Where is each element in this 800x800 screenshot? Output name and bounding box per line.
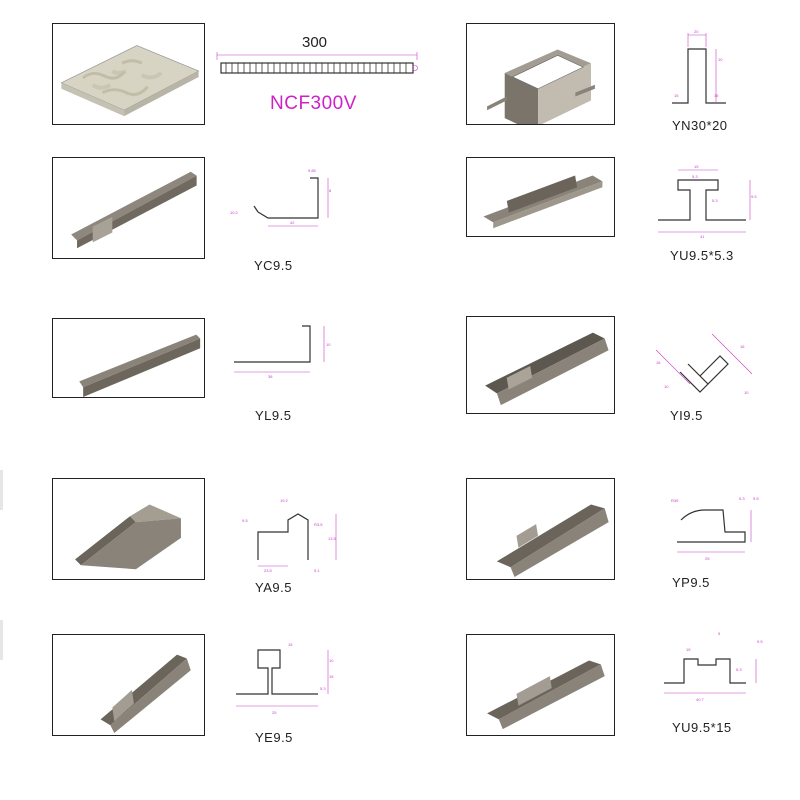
ya95-code-label: YA9.5 [255, 580, 292, 595]
yi95-photo [466, 316, 615, 414]
ye95-drawing: 10 15 5.3 15 25 [228, 636, 346, 718]
yc95-drawing: 42 8 9.85 10.2 [228, 160, 338, 232]
yp95-code-label: YP9.5 [672, 575, 710, 590]
yu9553-dim-right: 9.5 [751, 194, 757, 199]
ye95-photo [52, 634, 205, 736]
ye95-dim-side: 5.3 [320, 686, 326, 691]
yu9515-dim-right: 9.5 [757, 639, 763, 644]
yn3020-dim-left-foot: 15 [674, 93, 679, 98]
yp95-photo [466, 478, 615, 580]
yi95-dim-right: 16 [740, 344, 745, 349]
yu9515-code-label: YU9.5*15 [672, 720, 732, 735]
ya95-dim-radius: R3.5 [314, 522, 323, 527]
yn3020-code-label: YN30*20 [672, 118, 728, 133]
yc95-dim-right: 8 [329, 188, 332, 193]
page-edge-mark [0, 470, 3, 510]
ncf300v-width-label: 300 [302, 34, 328, 51]
yn3020-dim-right: 10 [718, 57, 723, 62]
yu9553-dim-inner: 5.3 [692, 174, 698, 179]
yu9553-dim-top: 15 [694, 164, 699, 169]
yl95-dim-right: 10 [326, 342, 331, 347]
yn3020-dim-top: 20 [694, 29, 699, 34]
yu9515-dim-side: 5.3 [736, 667, 742, 672]
yp95-dim-bottom: 25 [705, 556, 710, 561]
yc95-code-label: YC9.5 [254, 258, 293, 273]
ya95-photo [52, 478, 205, 580]
ya95-dim-bottom-right: 5.1 [314, 568, 320, 573]
ye95-code-label: YE9.5 [255, 730, 293, 745]
ye95-dim-right: 15 [329, 674, 334, 679]
yl95-dim-bottom: 38 [268, 374, 273, 379]
yl95-code-label: YL9.5 [255, 408, 292, 423]
yu9553-photo [466, 157, 615, 237]
yi95-dim-left-bottom: 10 [664, 384, 669, 389]
yl95-photo [52, 318, 205, 398]
yl95-drawing: 10 38 [228, 322, 346, 382]
ye95-dim-bottom: 25 [272, 710, 277, 715]
yn3020-dim-right-foot: 15 [714, 93, 719, 98]
yu9515-dim-top: 15 [686, 647, 691, 652]
yn3020-drawing: 20 10 15 15 [670, 25, 750, 105]
yi95-drawing: 16 10 16 10 [650, 320, 760, 410]
yu9553-dim-bottom: 41 [700, 234, 705, 239]
yu9515-dim-bottom: 40.7 [696, 697, 705, 702]
yc95-dim-top: 9.85 [308, 168, 317, 173]
ya95-dim-top: 19.2 [280, 498, 289, 503]
yu9515-dim-top-right: 5 [718, 631, 721, 636]
yi95-dim-left: 16 [656, 360, 661, 365]
ncf300v-code-label: NCF300V [270, 93, 357, 114]
yc95-photo [52, 157, 205, 259]
yu9553-drawing: 15 5.3 9.5 5.3 41 [650, 160, 760, 240]
ya95-drawing: 23.5 5.1 19.2 9.5 R3.5 13.5 [228, 492, 346, 573]
yc95-dim-bottom: 42 [290, 220, 295, 225]
ya95-dim-bottom: 23.5 [264, 568, 273, 573]
yp95-dim-right: 9.5 [753, 496, 759, 501]
yu9553-dim-side: 5.3 [712, 198, 718, 203]
ya95-dim-left: 9.5 [242, 518, 248, 523]
page-edge-mark [0, 620, 3, 660]
panel-image [60, 45, 200, 117]
yp95-drawing: R39 5.3 9.5 25 [665, 482, 765, 564]
yi95-code-label: YI9.5 [670, 408, 703, 423]
ya95-dim-right: 13.5 [328, 536, 337, 541]
ye95-dim-right-top: 10 [329, 658, 334, 663]
ye95-dim-top: 15 [288, 642, 293, 647]
ncf300v-photo [52, 23, 205, 125]
yp95-dim-side: 5.3 [739, 496, 745, 501]
yi95-dim-right-bottom: 10 [744, 390, 749, 395]
yc95-dim-left: 10.2 [230, 210, 239, 215]
yn3020-photo [466, 23, 615, 125]
yu9553-code-label: YU9.5*5.3 [670, 248, 734, 263]
yu9515-drawing: 15 5 9.5 5.3 40.7 [656, 625, 766, 707]
yp95-dim-radius: R39 [671, 498, 679, 503]
ncf300v-drawing [213, 52, 421, 82]
yu9515-photo [466, 634, 615, 736]
